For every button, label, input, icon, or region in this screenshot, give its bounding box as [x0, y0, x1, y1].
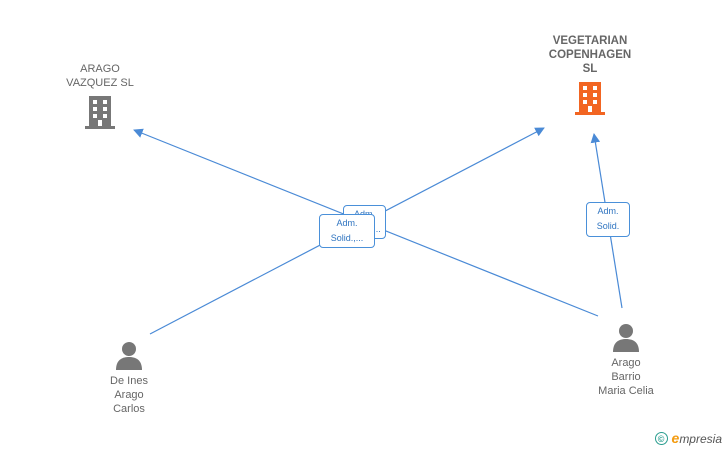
copyright-icon: ©	[654, 431, 668, 445]
person-icon	[613, 324, 639, 352]
relation-label-line: Adm.	[597, 206, 619, 216]
company-name-line: COPENHAGEN	[548, 49, 632, 61]
brand-name: mpresia	[679, 432, 722, 446]
relation-label-line: Solid.	[596, 221, 620, 231]
person-name: Arago Barrio Maria Celia	[576, 356, 676, 398]
person-node-arago-barrio-maria-celia[interactable]: Arago Barrio Maria Celia	[576, 322, 676, 398]
brand-initial: e	[671, 430, 680, 446]
relation-label-line: Adm.	[336, 218, 358, 228]
company-name-line: ARAGO	[80, 63, 120, 75]
company-node-arago-vazquez[interactable]: ARAGO VAZQUEZ SL	[48, 62, 152, 130]
person-name-line: Arago	[611, 357, 641, 369]
company-name: VEGETARIAN COPENHAGEN SL	[530, 34, 650, 76]
relation-label-box[interactable]: Adm. Solid.	[586, 202, 630, 237]
brand-logo: empresia	[672, 430, 722, 446]
building-icon	[85, 96, 115, 129]
relation-label-box[interactable]: Adm. Solid.,...	[319, 214, 375, 248]
company-name-line: VEGETARIAN	[552, 35, 628, 47]
company-name: ARAGO VAZQUEZ SL	[48, 62, 152, 90]
building-icon	[575, 82, 605, 115]
relation-label-line: Solid.,...	[330, 233, 364, 243]
company-name-line: VAZQUEZ SL	[66, 77, 134, 89]
person-node-de-ines-arago-carlos[interactable]: De Ines Arago Carlos	[84, 340, 174, 416]
person-icon	[116, 342, 142, 370]
person-name-line: Carlos	[113, 403, 145, 415]
company-node-vegetarian-copenhagen[interactable]: VEGETARIAN COPENHAGEN SL	[530, 34, 650, 116]
person-name-line: Arago	[114, 389, 144, 401]
person-name: De Ines Arago Carlos	[84, 374, 174, 416]
company-name-line: SL	[582, 63, 598, 75]
person-name-line: Barrio	[611, 371, 641, 383]
person-name-line: Maria Celia	[598, 385, 654, 397]
person-name-line: De Ines	[110, 375, 148, 387]
brand-footer[interactable]: © empresia	[654, 430, 722, 446]
